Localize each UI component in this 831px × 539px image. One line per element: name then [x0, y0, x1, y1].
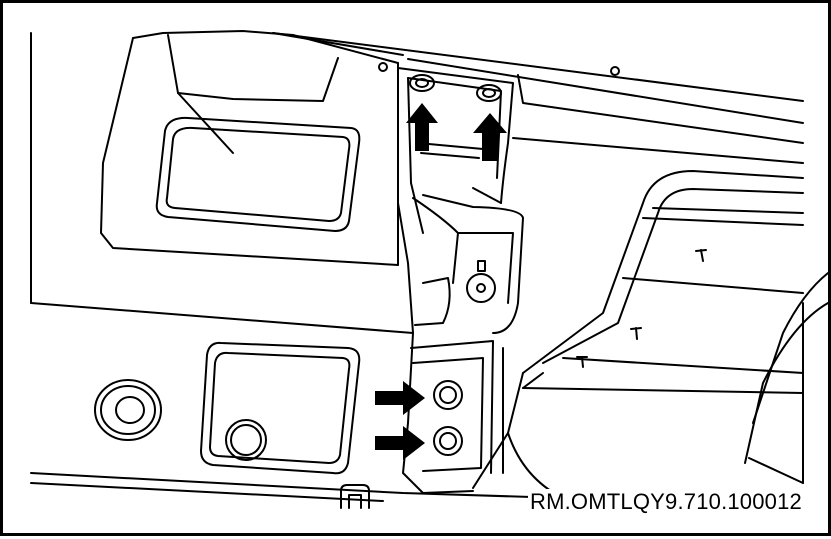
lower-bolts [433, 380, 463, 456]
small-bracket [340, 484, 370, 509]
arrow-up-icon [473, 113, 507, 161]
clip-fasteners [576, 249, 707, 368]
technical-line-drawing [30, 30, 829, 509]
top-rail [272, 32, 804, 164]
upper-recess [155, 116, 361, 232]
arrow-right-icon [375, 426, 425, 460]
arrow-up-icon [406, 103, 438, 151]
upper-nuts [409, 74, 502, 102]
lower-recess [200, 341, 361, 475]
right-floor-section [522, 170, 829, 484]
grommet [94, 379, 162, 441]
arrow-right-icon [375, 381, 425, 415]
reference-code: RM.OMTLQY9.710.100012 [527, 489, 804, 515]
